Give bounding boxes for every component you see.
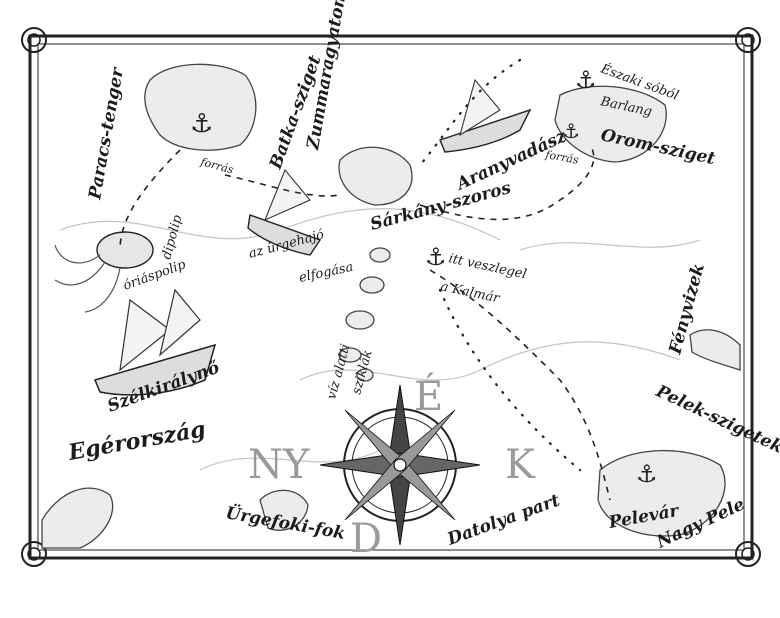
- compass-south: D: [350, 516, 382, 562]
- underwater-rocks: [338, 247, 391, 382]
- compass-rose: É NY K D: [248, 373, 536, 562]
- map-frame: [21, 27, 761, 567]
- compass-north: É: [414, 373, 443, 420]
- svg-text:⚓: ⚓: [575, 66, 597, 94]
- aranyvadasz-ship: [439, 78, 532, 153]
- batka-island: [144, 63, 257, 151]
- routes: [119, 58, 611, 501]
- giant-octopus-icon: [54, 231, 154, 313]
- urgehajo-ship: [247, 168, 322, 256]
- svg-text:⚓: ⚓: [190, 109, 213, 139]
- corner-knot-bottom-left: [21, 541, 47, 567]
- fenyvizek-cape: [689, 329, 741, 371]
- compass-east: K: [505, 442, 536, 488]
- label-forras-2: forrás: [543, 148, 579, 167]
- egerorszag-coast: [41, 487, 114, 549]
- corner-knot-top-left: [21, 27, 47, 53]
- svg-text:⚓: ⚓: [562, 119, 580, 143]
- compass-west: NY: [248, 442, 310, 488]
- szelkiralyno-ship: [93, 288, 217, 396]
- anchor-icon-barlang: ⚓: [562, 119, 580, 143]
- anchor-icon-pelevar: ⚓: [636, 460, 658, 488]
- corner-knot-top-right: [735, 27, 761, 53]
- sarkany-dragon-island: [338, 146, 413, 206]
- anchor-icon-kalmar: ⚓: [425, 243, 447, 271]
- corner-knot-bottom-right: [735, 541, 761, 567]
- svg-text:⚓: ⚓: [425, 243, 447, 271]
- urgefok-cape: [259, 489, 309, 531]
- pelek-island: [597, 449, 726, 537]
- orom-island: [554, 85, 667, 163]
- anchor-icon-batka: ⚓: [190, 109, 213, 139]
- svg-text:⚓: ⚓: [636, 460, 658, 488]
- anchor-icon-orom: ⚓: [575, 66, 597, 94]
